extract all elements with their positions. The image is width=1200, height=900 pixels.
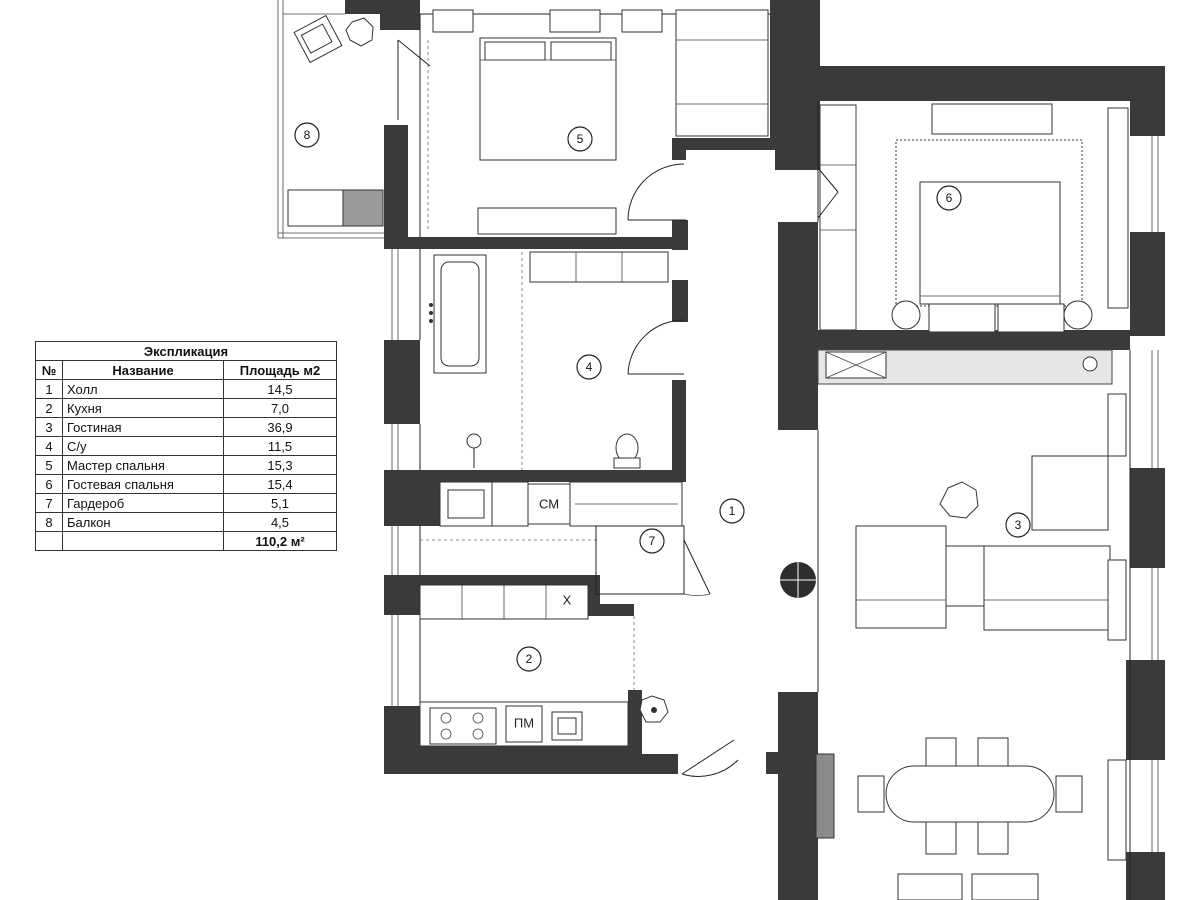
- svg-text:5: 5: [577, 132, 584, 146]
- fridge-label: Х: [563, 593, 572, 608]
- armchair-icon: [293, 14, 343, 64]
- explication-table: Экспликация № Название Площадь м2 1 Холл…: [35, 341, 337, 551]
- laundry-area: СМ: [439, 481, 683, 527]
- double-bed-icon: [479, 37, 617, 161]
- coffee-table-icon: [939, 481, 979, 519]
- washer-label: СМ: [539, 497, 559, 512]
- room-marker-1: 1: [719, 498, 745, 524]
- dining-table-icon: [857, 737, 1083, 855]
- svg-text:7: 7: [649, 534, 656, 548]
- svg-text:3: 3: [1015, 518, 1022, 532]
- row-area: 36,9: [223, 417, 337, 437]
- svg-text:1: 1: [729, 504, 736, 518]
- table-row: 8 Балкон 4,5: [35, 512, 337, 532]
- doors: [397, 39, 839, 777]
- svg-text:4: 4: [586, 360, 593, 374]
- bathtub-icon: [429, 254, 487, 374]
- table-row: 3 Гостиная 36,9: [35, 417, 337, 437]
- room-marker-5: 5: [567, 126, 593, 152]
- windows: [391, 136, 1159, 852]
- sofa-icon: [855, 525, 1111, 631]
- stove-icon: [429, 707, 497, 745]
- room-marker-8: 8: [294, 122, 320, 148]
- living-room: [780, 349, 1127, 900]
- row-name: Мастер спальня: [62, 455, 224, 475]
- svg-text:2: 2: [526, 652, 533, 666]
- row-name: С/у: [62, 436, 224, 456]
- table-row: 2 Кухня 7,0: [35, 398, 337, 418]
- room-marker-6: 6: [936, 185, 962, 211]
- balcony: [277, 0, 384, 239]
- toilet-icon: [613, 433, 641, 469]
- table-row: 4 С/у 11,5: [35, 436, 337, 456]
- svg-text:6: 6: [946, 191, 953, 205]
- shower-icon: [466, 433, 482, 468]
- plant-icon: [639, 695, 669, 723]
- sink-icon: [551, 711, 583, 741]
- room-marker-3: 3: [1005, 512, 1031, 538]
- table-row: 7 Гардероб 5,1: [35, 493, 337, 513]
- bathroom: [429, 251, 669, 470]
- room-marker-7: 7: [639, 528, 665, 554]
- total-row: 110,2 м²: [35, 531, 337, 551]
- side-table-icon: [345, 17, 374, 47]
- guest-bedroom: [819, 103, 1129, 333]
- room-marker-2: 2: [516, 646, 542, 672]
- row-name: Кухня: [62, 398, 224, 418]
- room-marker-4: 4: [576, 354, 602, 380]
- master-bedroom: [427, 9, 663, 235]
- dishwasher-label: ПМ: [514, 716, 534, 731]
- kitchen: Х ПМ: [419, 584, 629, 747]
- nightstand-icon: [1063, 300, 1093, 330]
- washing-machine-icon: [527, 483, 571, 525]
- row-name: Балкон: [62, 512, 224, 532]
- total-area: 110,2 м²: [223, 531, 337, 551]
- wardrobe-room: [595, 525, 711, 596]
- svg-text:8: 8: [304, 128, 311, 142]
- wardrobe-top: [675, 9, 769, 137]
- dishwasher-icon: [505, 705, 543, 743]
- nightstand-icon: [891, 300, 921, 330]
- table-row: 6 Гостевая спальня 15,4: [35, 474, 337, 494]
- walls: [345, 0, 1165, 900]
